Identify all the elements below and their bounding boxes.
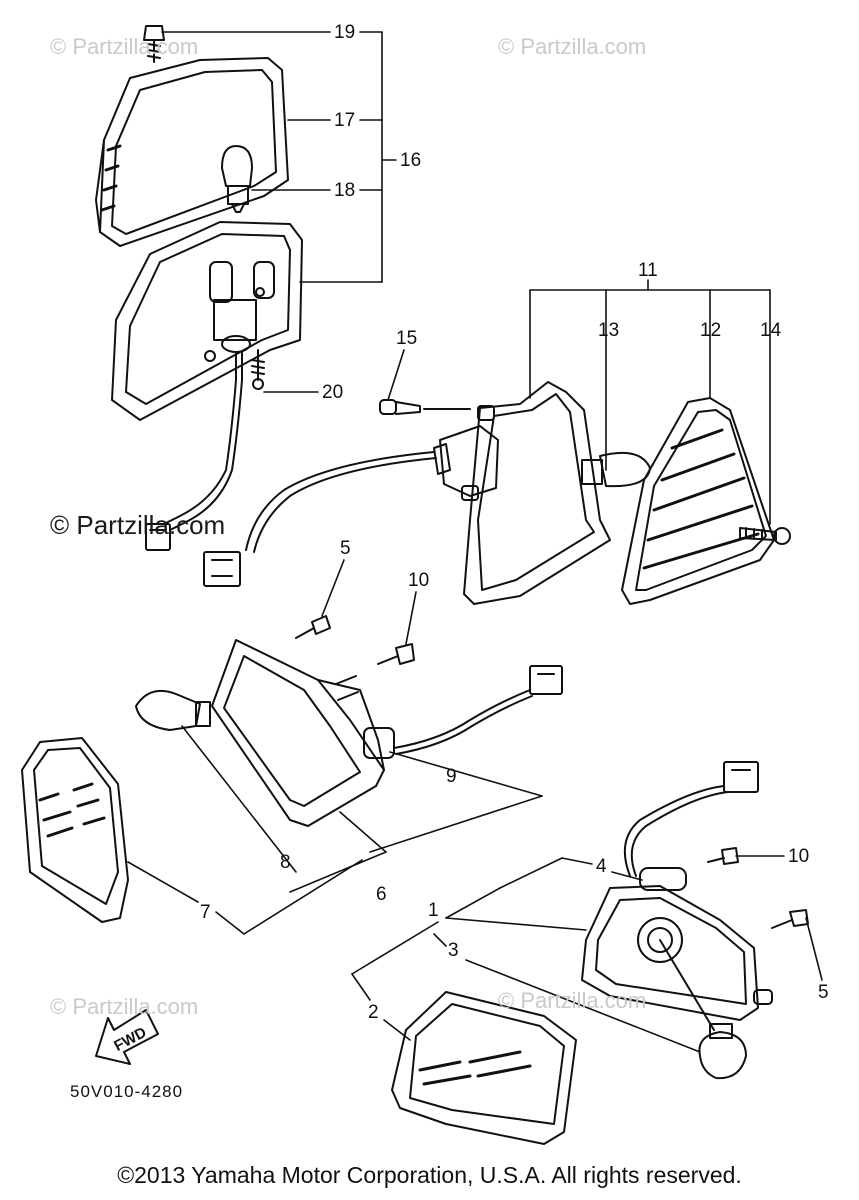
lower-right-screw-10 <box>707 847 739 865</box>
callout-10-right: 10 <box>788 846 809 867</box>
watermark: © Partzilla.com <box>498 988 647 1013</box>
callout-19: 19 <box>334 22 355 43</box>
callout-20: 20 <box>322 382 343 403</box>
middle-screw-10 <box>377 643 415 665</box>
callout-1: 1 <box>428 900 439 921</box>
upper-right-housing <box>433 381 611 605</box>
middle-screw-5 <box>295 615 331 639</box>
upper-left-screw-20 <box>251 349 265 390</box>
callout-14: 14 <box>760 320 782 341</box>
diagram-code: 50V010-4280 <box>70 1082 184 1101</box>
watermark: © Partzilla.com <box>50 34 199 59</box>
callout-13: 13 <box>598 320 619 341</box>
upper-right-screw-14 <box>739 527 791 545</box>
watermark: © Partzilla.com <box>50 994 199 1019</box>
callout-17: 17 <box>334 110 355 131</box>
copyright-notice: ©2013 Yamaha Motor Corporation, U.S.A. A… <box>117 1162 742 1188</box>
middle-lens-7 <box>21 737 129 923</box>
callout-12: 12 <box>700 320 721 341</box>
middle-wire <box>393 665 563 755</box>
lower-right-bulb-3 <box>659 939 747 1080</box>
callout-4: 4 <box>596 856 607 877</box>
upper-left-lens-17 <box>95 57 289 247</box>
upper-left-bulb-18 <box>221 145 253 213</box>
callout-7: 7 <box>200 902 211 923</box>
callout-18: 18 <box>334 180 355 201</box>
lower-right-wire <box>623 761 759 877</box>
callout-labels: 19 17 16 18 20 11 15 13 12 14 5 10 9 8 6… <box>111 22 828 1055</box>
callout-16: 16 <box>400 150 421 171</box>
upper-left-wire <box>145 351 243 551</box>
callout-11: 11 <box>638 260 658 281</box>
callout-9: 9 <box>446 766 457 787</box>
upper-right-screw-15 <box>379 399 471 415</box>
lower-right-lens-2 <box>391 991 577 1145</box>
callout-5-right: 5 <box>818 982 829 1003</box>
callout-15: 15 <box>396 328 417 349</box>
watermark: © Partzilla.com <box>50 510 226 540</box>
upper-left-screw-19 <box>143 25 165 63</box>
fwd-arrow <box>95 1009 159 1065</box>
callout-2: 2 <box>368 1002 379 1023</box>
watermark: © Partzilla.com <box>498 34 647 59</box>
lower-right-housing <box>581 867 773 1021</box>
callout-3: 3 <box>448 940 459 961</box>
middle-housing-9 <box>211 639 395 827</box>
callout-10: 10 <box>408 570 429 591</box>
callout-8: 8 <box>280 852 291 873</box>
upper-right-wire <box>203 451 437 587</box>
middle-bulb-8 <box>135 690 211 731</box>
upper-left-housing <box>111 221 303 421</box>
callout-6: 6 <box>376 884 387 905</box>
upper-right-lens-12 <box>621 397 775 605</box>
lower-right-screw-5 <box>771 909 809 929</box>
callout-5: 5 <box>340 538 351 559</box>
leader-lines <box>127 31 823 1053</box>
